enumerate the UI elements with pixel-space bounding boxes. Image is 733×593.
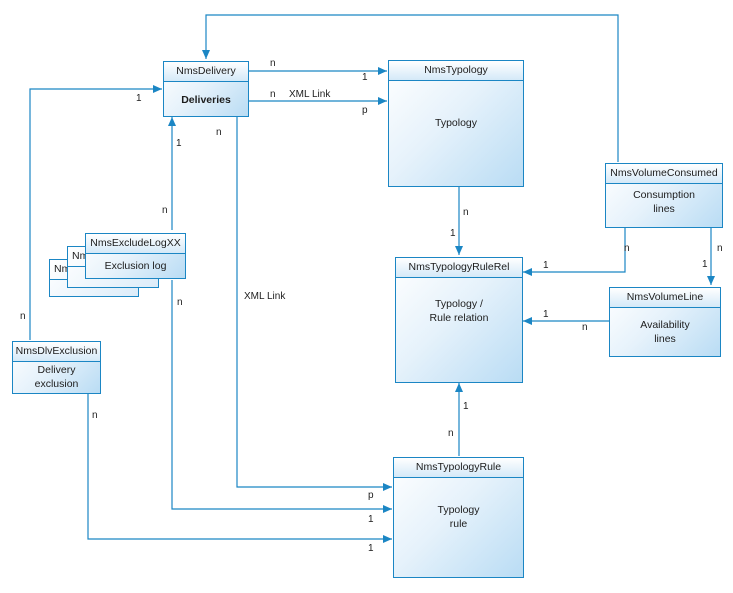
- entity-nmsexcludelogxx-name: NmsExcludeLogXX: [86, 234, 185, 254]
- entity-nmsvolumeline[interactable]: NmsVolumeLine Availability lines: [609, 287, 721, 357]
- label-dlvexclusion-n-top: n: [20, 311, 26, 322]
- connector-volumeconsumed-rulerel: [523, 228, 626, 276]
- entity-nmstypologyrulerel-label: Typology / Rule relation: [429, 297, 489, 324]
- entity-nmstypologyrule-label: Typology rule: [437, 504, 480, 530]
- label-rulerel-typologyrule-1: 1: [463, 401, 469, 412]
- label-delivery-typology-xml-n: n: [270, 89, 276, 100]
- label-typologyrule-p: p: [368, 490, 374, 501]
- entity-nmsexcludelogxx[interactable]: NmsExcludeLogXX Exclusion log: [85, 233, 186, 279]
- label-consumed-rulerel-n: n: [624, 243, 630, 254]
- entity-nmsvolumeconsumed[interactable]: NmsVolumeConsumed Consumption lines: [605, 163, 723, 228]
- entity-nmsdelivery-label-wrap: Deliveries: [164, 81, 248, 116]
- entity-nmstypologyrule[interactable]: NmsTypologyRule Typology rule: [393, 457, 524, 578]
- label-xml-link-vertical: XML Link: [244, 291, 286, 302]
- label-delivery-typology-1: 1: [362, 72, 368, 83]
- entity-nmsdelivery[interactable]: NmsDelivery Deliveries: [163, 61, 249, 117]
- connector-delivery-typologyrule-xml: [236, 117, 392, 491]
- label-dlvexclusion-n-bottom: n: [92, 410, 98, 421]
- connector-dlvexclusion-delivery: [29, 85, 162, 340]
- entity-nmsvolumeline-label-wrap: Availability lines: [610, 307, 720, 356]
- label-delivery-n-bottom: n: [216, 127, 222, 138]
- entity-nmsdlvexclusion-label: Delivery exclusion: [34, 364, 79, 390]
- label-excludelog-n-bottom: n: [177, 297, 183, 308]
- entity-nmstypology-name: NmsTypology: [389, 61, 523, 81]
- entity-nmsvolumeconsumed-name: NmsVolumeConsumed: [606, 164, 722, 184]
- connector-excludelog-typologyrule: [171, 280, 392, 513]
- connector-dlvexclusion-typologyrule: [87, 393, 392, 543]
- entity-nmsvolumeline-name: NmsVolumeLine: [610, 288, 720, 308]
- entity-nmsdlvexclusion-label-wrap: Delivery exclusion: [13, 361, 100, 393]
- entity-nmsdlvexclusion-name: NmsDlvExclusion: [13, 342, 100, 362]
- entity-nmstypologyrule-label-wrap: Typology rule: [394, 477, 523, 557]
- label-consumed-volumeline-n: n: [717, 243, 723, 254]
- label-consumed-volumeline-1: 1: [702, 259, 708, 270]
- label-delivery-1-log: 1: [176, 138, 182, 149]
- entity-nmstypology[interactable]: NmsTypology Typology: [388, 60, 524, 187]
- entity-nmstypology-label: Typology: [434, 117, 478, 129]
- entity-nmstypologyrulerel[interactable]: NmsTypologyRuleRel Typology / Rule relat…: [395, 257, 523, 383]
- entity-nmsexcludelogxx-label: Exclusion log: [104, 259, 167, 272]
- label-excludelog-n-top: n: [162, 205, 168, 216]
- entity-nmsdlvexclusion[interactable]: NmsDlvExclusion Delivery exclusion: [12, 341, 101, 394]
- label-volumeline-rulerel-n: n: [582, 322, 588, 333]
- label-delivery-typology-n: n: [270, 58, 276, 69]
- entity-nmsdelivery-name: NmsDelivery: [164, 62, 248, 82]
- entity-nmsvolumeline-label: Availability lines: [640, 318, 690, 345]
- label-volumeline-rulerel-1: 1: [543, 309, 549, 320]
- label-typologyrule-1-a: 1: [368, 514, 374, 525]
- label-xml-link-top: XML Link: [289, 89, 331, 100]
- label-typology-rulerel-1: 1: [450, 228, 456, 239]
- entity-nmsvolumeconsumed-label: Consumption lines: [633, 189, 695, 215]
- entity-nmsvolumeconsumed-label-wrap: Consumption lines: [606, 183, 722, 227]
- label-delivery-typology-p: p: [362, 105, 368, 116]
- entity-nmsexcludelogxx-label-wrap: Exclusion log: [86, 253, 185, 278]
- entity-nmstypologyrulerel-name: NmsTypologyRuleRel: [396, 258, 522, 278]
- label-typologyrule-1-b: 1: [368, 543, 374, 554]
- entity-nmsdelivery-label: Deliveries: [181, 94, 231, 106]
- label-consumed-rulerel-1: 1: [543, 260, 549, 271]
- label-delivery-1-left: 1: [136, 93, 142, 104]
- label-rulerel-typologyrule-n: n: [448, 428, 454, 439]
- label-typology-rulerel-n: n: [463, 207, 469, 218]
- connector-volumeconsumed-delivery: [202, 14, 619, 162]
- entity-nmstypology-label-wrap: Typology: [389, 80, 523, 166]
- entity-nmstypologyrule-name: NmsTypologyRule: [394, 458, 523, 478]
- entity-nmstypologyrulerel-label-wrap: Typology / Rule relation: [396, 277, 522, 344]
